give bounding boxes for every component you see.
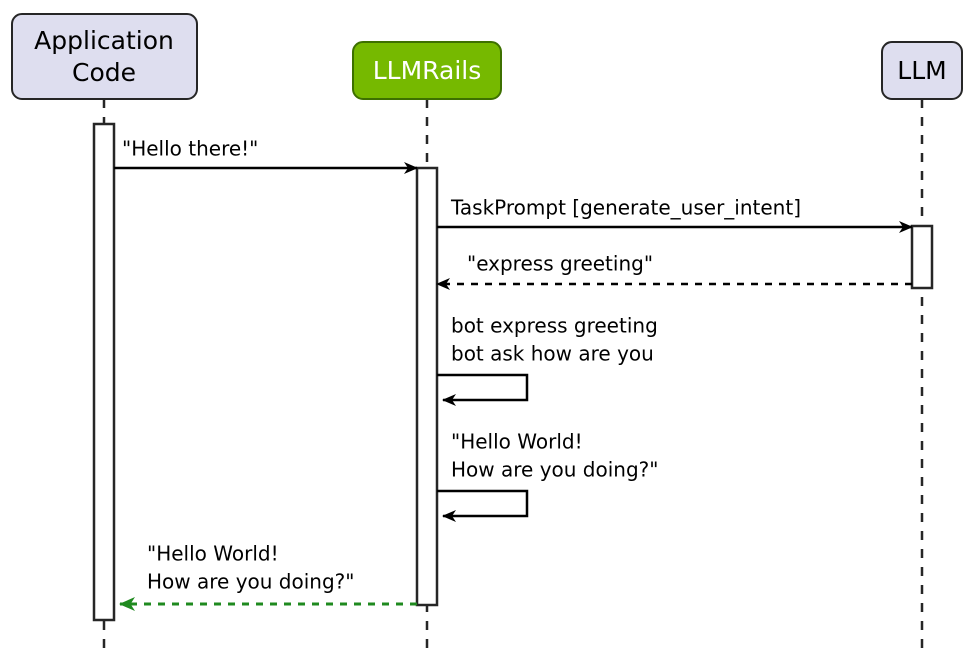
message-label-final-response-line2: How are you doing?" (147, 570, 354, 594)
message-label-bot-utterance-line2: How are you doing?" (451, 458, 658, 482)
message-label-task-prompt: TaskPrompt [generate_user_intent] (450, 196, 801, 220)
message-hello-there[interactable]: "Hello there!" (114, 137, 418, 174)
participant-llm[interactable]: LLM (881, 41, 963, 100)
participant-label-llm: LLM (897, 56, 946, 85)
message-label-express-greeting: "express greeting" (467, 252, 653, 276)
message-arrow-bot-utterance-self-call[interactable] (437, 489, 529, 522)
message-label-bot-intents-line2: bot ask how are you (451, 342, 654, 366)
participant-label-application-code-line2: Code (72, 58, 136, 87)
participant-llmrails[interactable]: LLMRails (352, 41, 502, 100)
message-label-hello-there: "Hello there!" (122, 137, 258, 161)
message-label-final-response-line1: "Hello World! (147, 542, 279, 566)
participant-box-llmrails[interactable] (352, 41, 502, 100)
message-task-prompt[interactable]: TaskPrompt [generate_user_intent] (437, 196, 913, 233)
message-arrow-bot-intents-self-call[interactable] (437, 373, 529, 406)
activation-bars (92, 122, 934, 622)
participant-box-application-code[interactable] (11, 13, 198, 100)
activation-llmrails (415, 166, 439, 607)
message-label-bot-intents-line1: bot express greeting (451, 314, 658, 338)
lifelines (102, 99, 924, 648)
message-label-bot-utterance-line1: "Hello World! (451, 430, 583, 454)
message-bot-utterance-self-call[interactable]: "Hello World! How are you doing?" (437, 430, 658, 522)
activation-llm (910, 224, 934, 290)
message-bot-intents-self-call[interactable]: bot express greeting bot ask how are you (437, 314, 658, 406)
activation-application-code (92, 122, 116, 622)
participant-box-llm[interactable] (881, 41, 963, 100)
message-final-response[interactable]: "Hello World! How are you doing?" (119, 542, 417, 611)
participant-label-llmrails: LLMRails (373, 56, 481, 85)
participant-application-code[interactable]: Application Code (11, 13, 198, 100)
message-express-greeting[interactable]: "express greeting" (436, 252, 912, 290)
participant-label-application-code-line1: Application (34, 26, 174, 55)
